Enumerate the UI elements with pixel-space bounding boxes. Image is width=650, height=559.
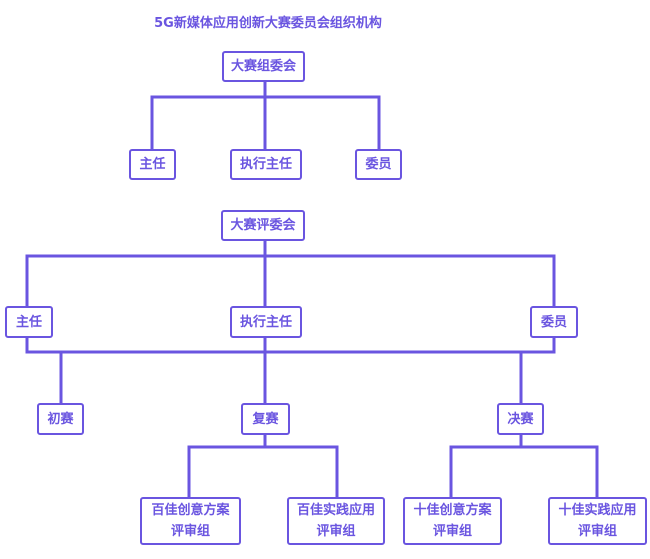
node-label: 复赛: [252, 411, 279, 427]
node-label: 主任: [139, 157, 166, 172]
node-judging-committee: 大赛评委会: [221, 210, 305, 241]
node-top10-idea-panel: 十佳创意方案评审组: [403, 497, 502, 545]
node-final-round: 决赛: [497, 403, 544, 435]
node-label: 评审组: [170, 524, 210, 539]
node-judge-executive-director: 执行主任: [230, 306, 302, 338]
node-label: 评审组: [432, 524, 472, 539]
node-top100-practice-panel: 百佳实践应用评审组: [287, 497, 385, 545]
node-semifinal-round: 复赛: [241, 403, 290, 435]
node-label: 主任: [15, 314, 42, 330]
node-label: 十佳实践应用: [558, 503, 637, 518]
connector-judging-members: [25, 240, 556, 306]
node-label: 大赛评委会: [230, 218, 296, 233]
node-label: 十佳创意方案: [413, 503, 492, 518]
node-org-executive-director: 执行主任: [230, 149, 302, 180]
node-label: 执行主任: [239, 157, 292, 172]
diagram-title: 5G新媒体应用创新大赛委员会组织机构: [154, 16, 382, 31]
node-top100-idea-panel: 百佳创意方案评审组: [140, 497, 241, 545]
node-label: 大赛组委会: [230, 59, 296, 74]
node-label: 百佳创意方案: [151, 503, 230, 518]
node-label: 委员: [540, 314, 567, 330]
node-label: 初赛: [47, 411, 74, 427]
node-label: 执行主任: [239, 314, 292, 330]
connector-final: [449, 434, 599, 497]
node-label: 评审组: [316, 524, 356, 539]
connector-rounds: [25, 337, 556, 403]
node-top10-practice-panel: 十佳实践应用评审组: [548, 497, 647, 545]
node-judge-director: 主任: [5, 306, 53, 338]
node-label: 百佳实践应用: [296, 503, 375, 518]
connector-semifinal: [187, 434, 339, 497]
node-judge-member: 委员: [530, 306, 578, 338]
node-label: 评审组: [577, 524, 617, 539]
node-org-member: 委员: [355, 149, 402, 180]
connector-organizing: [150, 81, 381, 149]
node-label: 委员: [365, 157, 392, 172]
node-org-director: 主任: [129, 149, 176, 180]
node-label: 决赛: [507, 411, 534, 427]
node-preliminary-round: 初赛: [37, 403, 84, 435]
node-organizing-committee: 大赛组委会: [222, 51, 305, 82]
